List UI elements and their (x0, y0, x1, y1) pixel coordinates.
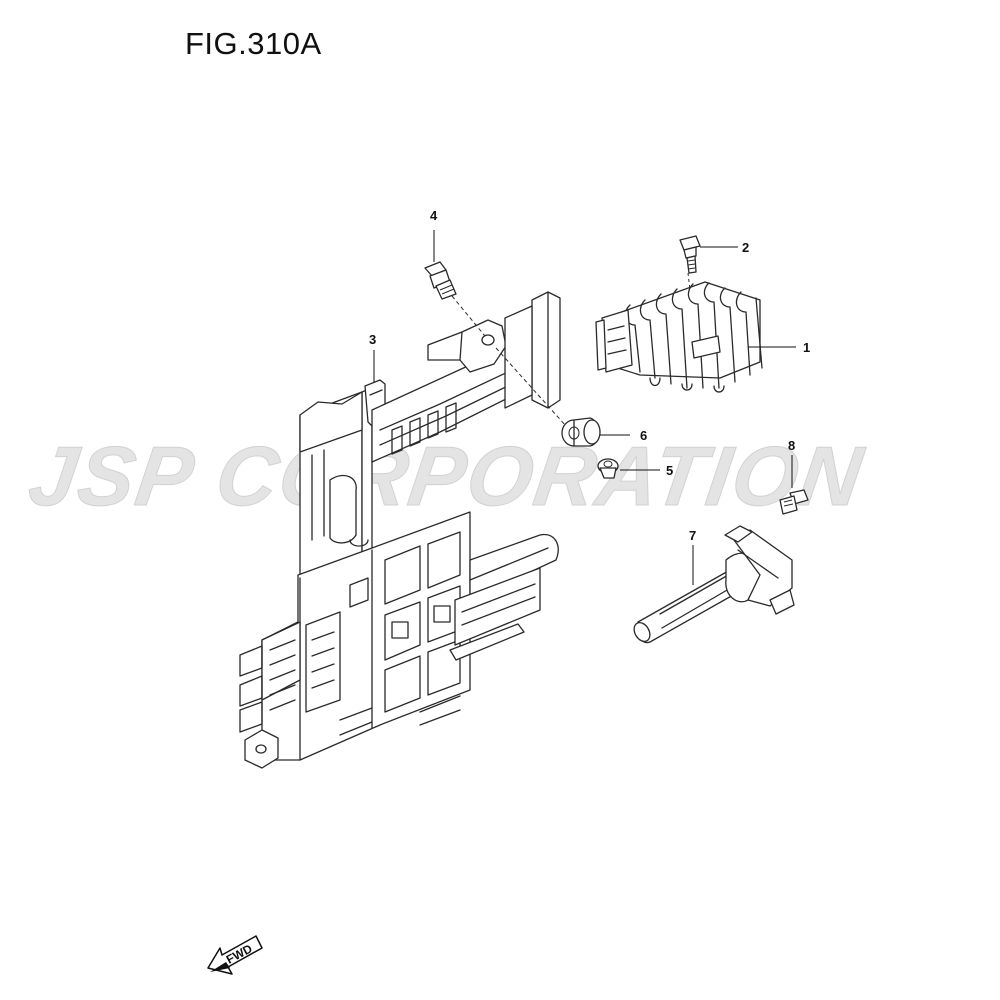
callout-3: 3 (369, 332, 376, 347)
callout-1: 1 (803, 340, 810, 355)
callout-7: 7 (689, 528, 696, 543)
bolt-part-4[interactable] (424, 261, 457, 300)
grommet-part-6[interactable] (561, 417, 601, 447)
callout-4: 4 (430, 208, 438, 223)
bracket-part[interactable] (239, 291, 561, 769)
bolt-part-2[interactable] (679, 235, 701, 274)
callout-6: 6 (640, 428, 647, 443)
callout-2: 2 (742, 240, 749, 255)
ignition-coil-part-7[interactable] (631, 525, 795, 644)
fwd-arrow-icon: FWD (207, 935, 263, 975)
figure-title: FIG.310A (185, 26, 322, 61)
callout-8: 8 (788, 438, 795, 453)
callout-5: 5 (666, 463, 673, 478)
bolt-part-8[interactable] (779, 489, 809, 515)
collar-part-5[interactable] (597, 458, 619, 479)
rectifier-regulator-part[interactable] (595, 281, 763, 393)
